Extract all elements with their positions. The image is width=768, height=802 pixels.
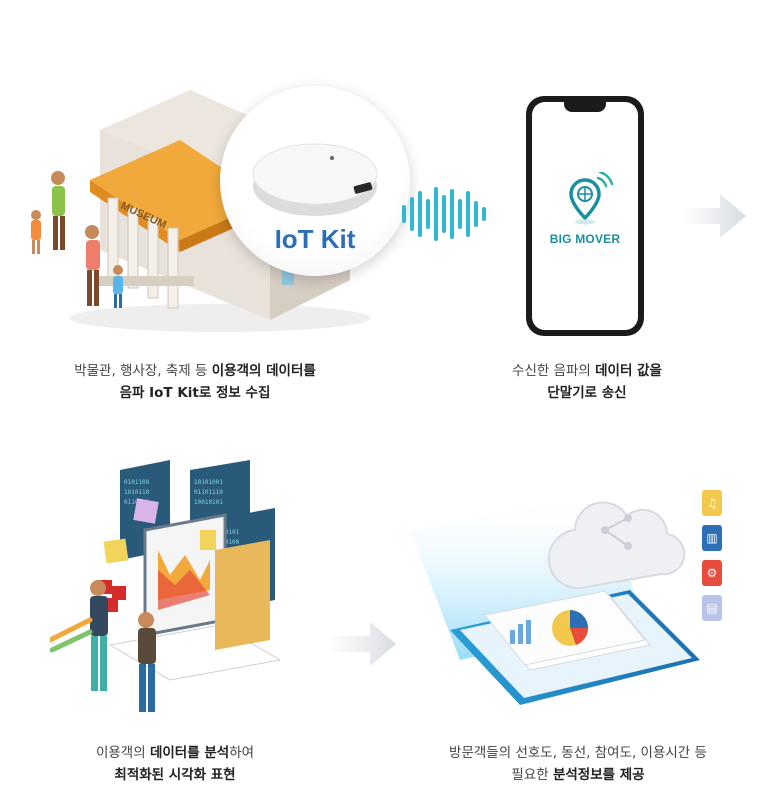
smartphone: BIG MOVER [526, 96, 644, 336]
svg-text:01101110: 01101110 [194, 489, 223, 496]
arrow-right-icon [680, 194, 746, 238]
svg-text:0110100: 0110100 [214, 539, 240, 546]
phone-notch [564, 102, 606, 112]
caption-step1: 박물관, 행사장, 축제 등 이용객의 데이터를 음파 IoT Kit로 정보 … [15, 360, 375, 404]
caption-step2: 수신한 음파의 데이터 값을 단말기로 송신 [407, 360, 767, 404]
caption-step2-bold: 데이터 값을 [595, 363, 662, 379]
svg-text:1010110: 1010110 [124, 489, 150, 496]
cloud-icon [547, 501, 686, 590]
document-icon: ▤ [702, 595, 722, 621]
svg-text:1010101: 1010101 [214, 529, 240, 536]
data-analysis-illustration: 010110010101100110101 101010010110111010… [47, 460, 282, 720]
caption-step3-bold: 데이터를 분석 [149, 745, 230, 761]
svg-text:10101001: 10101001 [194, 479, 223, 486]
caption-step3-text-a: 이용객의 [95, 745, 150, 761]
caption-step3-text-b: 하여 [229, 745, 255, 761]
gear-icon: ⚙ [702, 560, 722, 586]
arrow-right-icon [330, 622, 396, 666]
svg-text:10010101: 10010101 [194, 499, 223, 506]
caption-step4-bold: 분석정보를 제공 [552, 767, 645, 783]
caption-step3: 이용객의 데이터를 분석하여 최적화된 시각화 표현 [0, 742, 355, 786]
app-name: BIG MOVER [549, 232, 621, 246]
caption-step1-bold: 이용객의 데이터를 [211, 363, 316, 379]
iot-kit-highlight: IoT Kit [220, 86, 410, 276]
caption-step1-text: 박물관, 행사장, 축제 등 [74, 363, 212, 379]
museum-illustration: MUSEUM IoT Kit [20, 80, 410, 340]
svg-text:0101100: 0101100 [124, 479, 150, 486]
caption-step4: 방문객들의 선호도, 동선, 참여도, 이용시간 등 필요한 분석정보를 제공 [398, 742, 758, 786]
analyst-person [90, 580, 108, 691]
phone-screen: BIG MOVER [532, 102, 638, 330]
caption-step3-line2: 최적화된 시각화 표현 [114, 767, 236, 783]
location-pin-icon [569, 172, 614, 225]
cube-icon [133, 498, 159, 524]
chart-icon: ▥ [702, 525, 722, 551]
iot-kit-device [252, 143, 378, 216]
caption-step2-line2: 단말기로 송신 [547, 385, 627, 401]
report-document [484, 590, 651, 671]
caption-step4-line2-text: 필요한 [511, 767, 553, 783]
developer-person [138, 612, 156, 712]
visitors-family [31, 171, 123, 308]
music-icon: ♫ [702, 490, 722, 516]
monitor [143, 513, 227, 637]
sound-wave-icon [400, 185, 492, 243]
iot-kit-label: IoT Kit [274, 224, 356, 254]
caption-step4-text: 방문객들의 선호도, 동선, 참여도, 이용시간 등 [449, 745, 707, 761]
caption-step2-text: 수신한 음파의 [512, 363, 596, 379]
mobile-report-illustration: ♫ ▥ ⚙ ▤ [400, 470, 730, 720]
caption-step1-line2: 음파 IoT Kit로 정보 수집 [119, 385, 271, 401]
